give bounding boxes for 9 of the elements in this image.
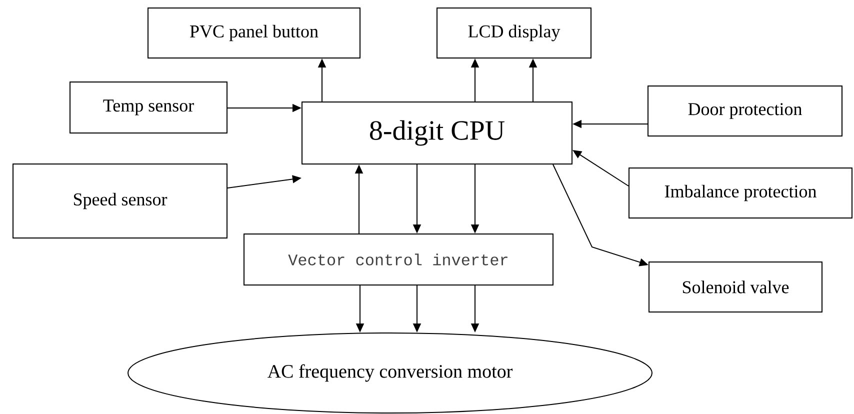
sensor-box: Speed sensor [12, 164, 228, 238]
valve-box: Solenoid valve [648, 262, 822, 312]
protection-box: Door protection [648, 86, 842, 136]
cpu-box: 8-digit CPU [302, 102, 572, 164]
panel-box: PVC panel button [148, 8, 360, 58]
inverter-box: Vector control inverter [244, 234, 554, 286]
display-box: LCD display [436, 8, 592, 58]
protection-box: Imbalance protection [628, 168, 852, 218]
sensor-box: Temp sensor [70, 82, 228, 134]
